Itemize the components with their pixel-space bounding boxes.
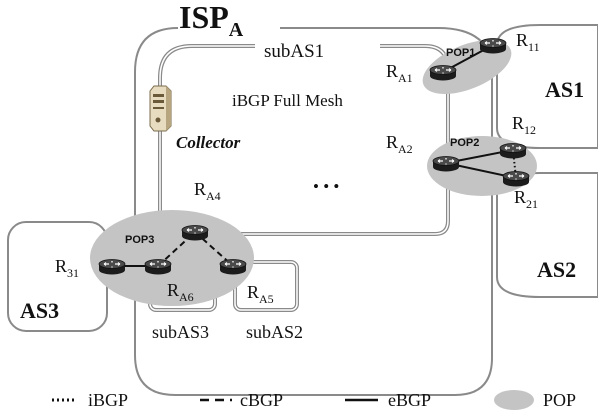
svg-text:RA5: RA5 (247, 282, 274, 306)
router-ra2-sub: A2 (398, 142, 413, 156)
subas3-label: subAS3 (152, 322, 209, 342)
subas2-label: subAS2 (246, 322, 303, 342)
router-r21-sub: 21 (526, 197, 538, 211)
as2-label: AS2 (537, 257, 576, 282)
router-r11-sub: 11 (528, 40, 540, 54)
isp-title: ISP (179, 0, 229, 35)
router-ra4-sub: A4 (206, 189, 221, 203)
router-ra6-label: R (167, 280, 179, 300)
as1-label: AS1 (545, 77, 584, 102)
router-r11-label: R (516, 30, 528, 50)
router-r11-icon (479, 37, 507, 55)
svg-text:RA1: RA1 (386, 61, 413, 85)
mesh-dots: • • • (313, 177, 339, 196)
legend-ebgp-label: eBGP (388, 390, 431, 410)
router-ra4-icon (181, 224, 209, 242)
router-r12-icon (499, 142, 527, 160)
router-ra5-icon (219, 258, 247, 276)
pop1-region (422, 40, 512, 94)
router-r12-sub: 12 (524, 123, 536, 137)
isp-title-sub: A (229, 19, 244, 41)
svg-text:RA6: RA6 (167, 280, 194, 304)
collector-label: Collector (176, 133, 241, 152)
svg-text:R12: R12 (512, 113, 536, 137)
legend-pop-swatch (494, 390, 534, 410)
router-ra2-icon (432, 155, 460, 173)
server-icon (149, 85, 172, 132)
router-ra5-label: R (247, 282, 259, 302)
pop2-label: POP2 (450, 137, 479, 149)
router-ra1-icon (429, 64, 457, 82)
as3-label: AS3 (20, 298, 59, 323)
legend-ibgp-label: iBGP (88, 390, 128, 410)
router-ra1-sub: A1 (398, 71, 413, 85)
router-r12-label: R (512, 113, 524, 133)
svg-text:R31: R31 (55, 256, 79, 280)
svg-text:RA2: RA2 (386, 132, 413, 156)
router-ra4-label: R (194, 179, 206, 199)
mesh-label: iBGP Full Mesh (232, 91, 343, 110)
pop3-label: POP3 (125, 234, 154, 246)
as1-box (496, 24, 598, 149)
router-r21-icon (502, 170, 530, 188)
router-ra5-sub: A5 (259, 292, 274, 306)
pop3-region (90, 210, 254, 306)
svg-text:ISPA: ISPA (179, 0, 244, 41)
svg-text:RA4: RA4 (194, 179, 221, 203)
legend-cbgp-label: cBGP (240, 390, 283, 410)
svg-text:R21: R21 (514, 187, 538, 211)
router-r31-sub: 31 (67, 266, 79, 280)
router-r31-icon (98, 258, 126, 276)
router-ra2-label: R (386, 132, 398, 152)
router-r21-label: R (514, 187, 526, 207)
subas1-label: subAS1 (264, 41, 324, 62)
router-ra6-sub: A6 (179, 290, 194, 304)
svg-text:R11: R11 (516, 30, 540, 54)
router-ra6-icon (144, 258, 172, 276)
router-r31-label: R (55, 256, 67, 276)
pop1-label: POP1 (446, 47, 475, 59)
legend: iBGP cBGP eBGP POP (52, 390, 576, 410)
router-ra1-label: R (386, 61, 398, 81)
legend-pop-label: POP (543, 390, 576, 410)
